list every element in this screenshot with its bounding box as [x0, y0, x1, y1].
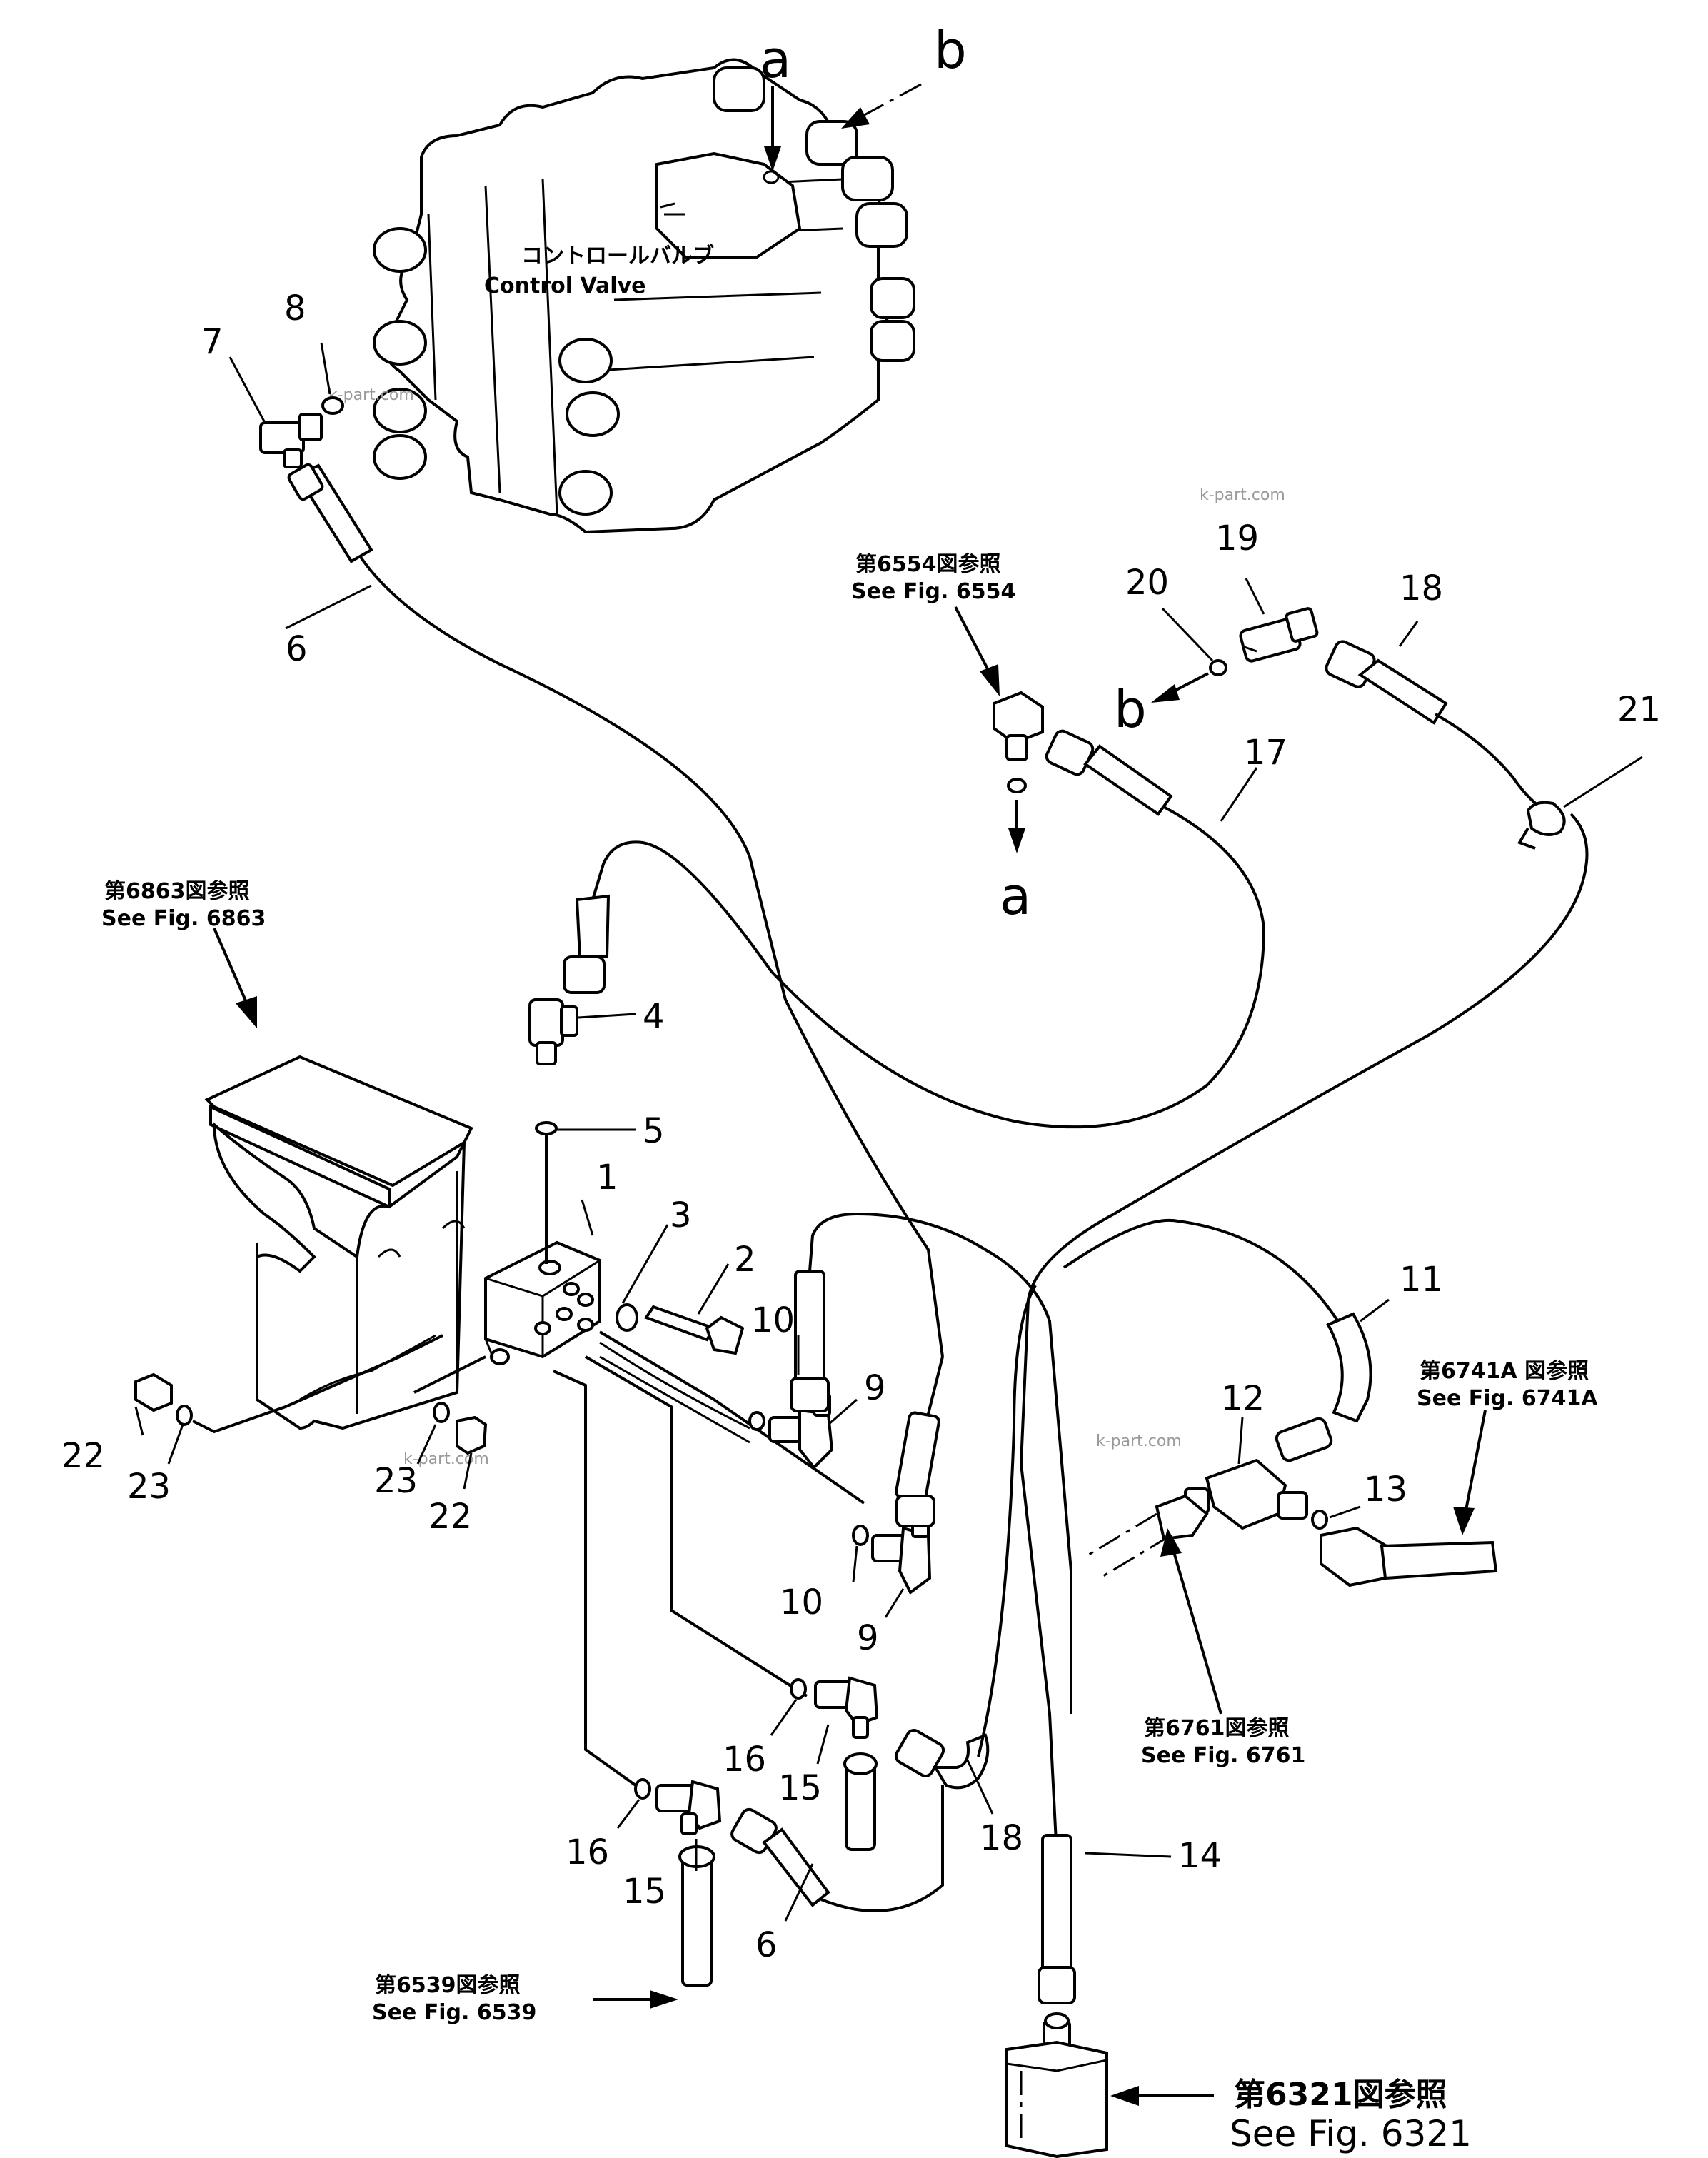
elbow-fitting-fig6554	[993, 691, 1044, 793]
callout-19: 19	[1215, 518, 1259, 558]
elbow-fitting-19	[1239, 607, 1319, 663]
elbow-fitting-4	[528, 998, 578, 1065]
callout-13: 13	[1364, 1470, 1407, 1510]
callout-5: 5	[643, 1111, 665, 1151]
callout-10-lower: 10	[780, 1582, 823, 1622]
hose-10-vertical	[790, 1212, 1072, 1714]
o-ring-5	[535, 1121, 558, 1135]
callout-17: 17	[1244, 733, 1287, 773]
reference-arrows	[213, 606, 1487, 2106]
ref-fig6554-en: See Fig. 6554	[851, 579, 1015, 604]
plug-22-right	[456, 1415, 488, 1455]
callout-23-right: 23	[374, 1461, 418, 1501]
watermark-2: k-part.com	[1200, 486, 1285, 504]
callout-9-upper: 9	[864, 1368, 886, 1408]
callout-9-lower: 9	[857, 1618, 879, 1658]
callout-7: 7	[201, 322, 223, 362]
callout-3: 3	[670, 1195, 692, 1235]
ref-fig6321-en: See Fig. 6321	[1230, 2113, 1472, 2154]
elbow-fitting-7	[259, 413, 323, 468]
o-ring-10-upper	[748, 1411, 765, 1431]
hose-clamp-21	[1019, 801, 1589, 1857]
watermark-4: k-part.com	[1096, 1432, 1182, 1450]
callout-21: 21	[1617, 690, 1661, 730]
ref-fig6761-en: See Fig. 6761	[1141, 1743, 1305, 1768]
ref-fig6539-en: See Fig. 6539	[372, 2000, 536, 2025]
component-fig6321	[1005, 2040, 1108, 2158]
callout-8: 8	[284, 288, 306, 328]
hose-vertical-mid	[895, 1356, 944, 1527]
ref-fig6741A-jp: 第6741A 図参照	[1420, 1359, 1589, 1384]
o-ring-13	[1311, 1510, 1328, 1530]
port-b-arrow-right	[1151, 684, 1180, 703]
o-ring-23-left	[176, 1405, 193, 1426]
callout-14: 14	[1178, 1836, 1222, 1876]
ref-fig6554-jp: 第6554図参照	[855, 552, 1001, 577]
control-valve-label-jp: コントロールバルブ	[521, 244, 714, 269]
ref-fig6321-jp: 第6321図参照	[1234, 2077, 1447, 2113]
callout-2: 2	[734, 1240, 756, 1280]
callout-16-upper: 16	[723, 1740, 766, 1780]
hose-14	[1038, 1834, 1076, 2051]
callout-4: 4	[643, 997, 665, 1037]
callout-12: 12	[1221, 1379, 1265, 1419]
callout-16-lower: 16	[566, 1832, 609, 1872]
callout-18-upper: 18	[1400, 568, 1443, 608]
callout-15-upper: 15	[778, 1768, 822, 1808]
hose-6-lower	[730, 1785, 944, 1912]
port-b-arrow-top	[841, 107, 870, 129]
watermark-3: k-part.com	[403, 1450, 489, 1468]
o-ring-20	[1209, 659, 1227, 676]
hose-17	[563, 729, 1266, 1129]
o-ring-16-upper	[790, 1678, 807, 1700]
tee-fitting-15-upper	[814, 1676, 879, 1739]
bracket-fig6863	[204, 1055, 473, 1430]
hose-18-upper	[1325, 640, 1551, 815]
hose-6-upper	[287, 463, 944, 1357]
o-ring-10-lower	[852, 1525, 869, 1546]
ref-fig6761-jp: 第6761図参照	[1144, 1716, 1290, 1741]
callout-22-left: 22	[61, 1436, 105, 1476]
fitting-fig6761	[1085, 1494, 1209, 1580]
callout-1: 1	[596, 1158, 618, 1198]
o-ring-16-lower	[634, 1778, 651, 1800]
port-b-label-top: b	[934, 20, 967, 80]
tee-fitting-15-lower	[655, 1780, 722, 1835]
ref-fig6741A-en: See Fig. 6741A	[1417, 1386, 1598, 1411]
callout-6-lower: 6	[755, 1925, 778, 1965]
leader-lines	[134, 342, 1643, 1922]
fitting-fig6741A	[1320, 1526, 1498, 1587]
callout-20: 20	[1125, 563, 1169, 603]
hose-15-upper-vertical	[843, 1752, 878, 1851]
callout-18-lower: 18	[980, 1818, 1023, 1858]
callout-22-right: 22	[428, 1497, 472, 1537]
callout-11: 11	[1400, 1260, 1443, 1300]
block-1	[484, 1240, 601, 1365]
ref-fig6863-en: See Fig. 6863	[101, 906, 266, 931]
washer-3	[616, 1303, 638, 1332]
plug-22-left	[134, 1372, 173, 1412]
control-valve-label-en: Control Valve	[484, 273, 645, 298]
o-ring-8	[321, 396, 344, 415]
port-a-arrow-top	[764, 146, 781, 171]
ref-fig6539-jp: 第6539図参照	[375, 1973, 521, 1998]
o-ring-23-right	[433, 1402, 450, 1423]
callout-15-lower: 15	[623, 1872, 666, 1912]
callout-6-upper: 6	[286, 629, 308, 669]
control-valve	[373, 58, 915, 534]
port-a-arrow-lower	[1008, 828, 1025, 853]
callout-10-upper: 10	[751, 1300, 795, 1340]
port-a-label-lower: a	[1000, 866, 1031, 926]
ref-fig6863-jp: 第6863図参照	[104, 879, 250, 904]
bolt-2	[643, 1305, 745, 1355]
hose-11	[1063, 1218, 1372, 1462]
port-a-label-top: a	[760, 29, 791, 89]
callouts: 1 2 3 4 5 6 6 7 8 9 9 10 10 11 12 13 14 …	[61, 288, 1661, 1965]
callout-23-left: 23	[127, 1467, 171, 1507]
port-b-label-right: b	[1114, 679, 1147, 739]
